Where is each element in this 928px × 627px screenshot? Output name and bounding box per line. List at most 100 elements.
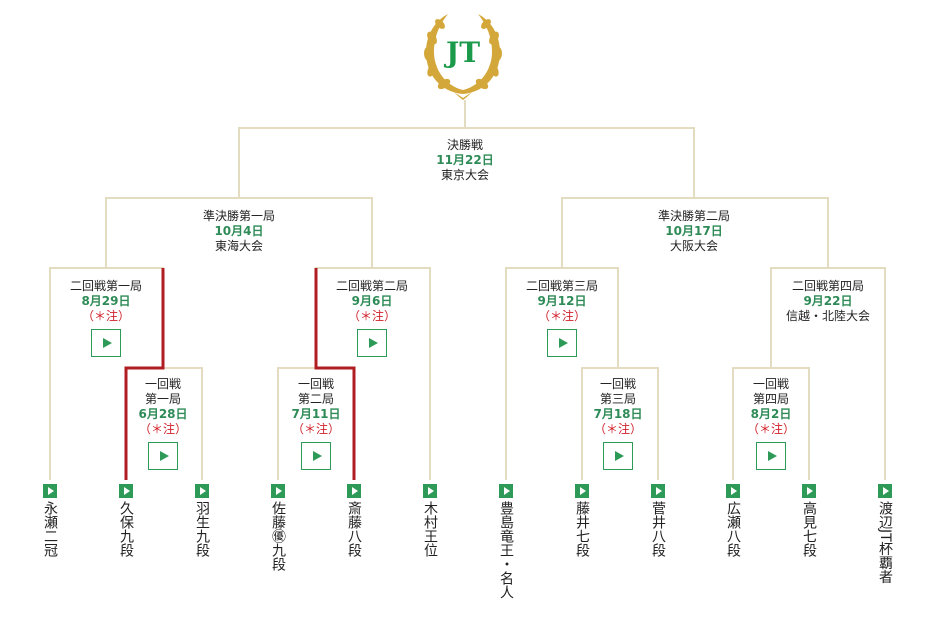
semifinal-1-line bbox=[105, 197, 373, 268]
match-title: 二回戦第二局 bbox=[335, 279, 409, 293]
player-slot: 渡辺JT杯覇者 bbox=[870, 484, 900, 584]
match-note: （＊注） bbox=[291, 422, 340, 436]
first-round-3-line bbox=[581, 367, 659, 480]
match-note: （＊注） bbox=[347, 309, 397, 323]
player-slot: 高見七段 bbox=[794, 484, 824, 557]
play-icon[interactable] bbox=[347, 484, 361, 498]
player-name: 広瀬八段 bbox=[725, 501, 741, 557]
play-icon[interactable] bbox=[878, 484, 892, 498]
player-name: 羽生九段 bbox=[194, 501, 210, 557]
player-name: 斎藤八段 bbox=[346, 501, 362, 557]
second-round-4-line bbox=[770, 267, 886, 480]
match-title: 一回戦 bbox=[297, 377, 334, 391]
player-slot: 永瀬二冠 bbox=[35, 484, 65, 557]
second-round-1-label: 二回戦第一局 8月29日 （＊注） bbox=[70, 279, 142, 324]
player-slot: 佐藤㊝九段 bbox=[263, 484, 293, 571]
play-icon[interactable] bbox=[119, 484, 133, 498]
jt-logo-text: JT bbox=[443, 36, 480, 69]
match-title: 二回戦第三局 bbox=[525, 279, 599, 293]
match-title: 一回戦 bbox=[752, 377, 790, 391]
match-title: 二回戦第四局 bbox=[791, 279, 865, 293]
second-round-3-label: 二回戦第三局 9月12日 （＊注） bbox=[526, 279, 598, 324]
laurel-wreath-icon bbox=[423, 14, 503, 100]
player-slot: 久保九段 bbox=[111, 484, 141, 557]
player-slot: 藤井七段 bbox=[567, 484, 597, 557]
match-date: 8月2日 bbox=[750, 407, 792, 421]
match-venue: 東海大会 bbox=[214, 239, 264, 253]
bracket-lines bbox=[49, 100, 886, 480]
second-round-2-play-button[interactable] bbox=[357, 329, 387, 357]
player-slot: 菅井八段 bbox=[643, 484, 673, 557]
match-subtitle: 第一局 bbox=[144, 392, 181, 406]
second-round-1-play-button[interactable] bbox=[91, 329, 121, 357]
match-title: 一回戦 bbox=[599, 377, 636, 391]
player-name: 渡辺JT杯覇者 bbox=[877, 501, 893, 584]
match-subtitle: 第二局 bbox=[297, 392, 334, 406]
match-date: 10月17日 bbox=[665, 224, 723, 238]
player-slot: 広瀬八段 bbox=[718, 484, 748, 557]
match-note: （＊注） bbox=[537, 309, 587, 323]
match-note: （＊注） bbox=[138, 422, 187, 436]
match-date: 9月22日 bbox=[803, 294, 853, 308]
player-name: 永瀬二冠 bbox=[42, 501, 58, 557]
player-name: 菅井八段 bbox=[650, 501, 666, 557]
first-round-3-label: 一回戦 第三局 7月18日 （＊注） bbox=[593, 377, 642, 437]
match-title: 決勝戦 bbox=[446, 138, 483, 152]
semifinal-2-label: 準決勝第二局 10月17日 大阪大会 bbox=[658, 209, 730, 254]
first-round-4-line bbox=[732, 367, 810, 480]
match-title: 二回戦第一局 bbox=[69, 279, 143, 293]
match-title: 準決勝第一局 bbox=[202, 209, 276, 223]
second-round-4-label: 二回戦第四局 9月22日 信越・北陸大会 bbox=[786, 279, 870, 324]
match-venue: 信越・北陸大会 bbox=[785, 309, 871, 323]
match-date: 9月6日 bbox=[351, 294, 393, 308]
play-icon[interactable] bbox=[802, 484, 816, 498]
first-round-4-label: 一回戦 第四局 8月2日 （＊注） bbox=[747, 377, 795, 437]
match-venue: 東京大会 bbox=[440, 168, 489, 182]
match-subtitle: 第三局 bbox=[599, 392, 636, 406]
first-round-2-label: 一回戦 第二局 7月11日 （＊注） bbox=[291, 377, 340, 437]
play-icon[interactable] bbox=[195, 484, 209, 498]
play-icon[interactable] bbox=[575, 484, 589, 498]
first-round-4-play-button[interactable] bbox=[756, 442, 786, 470]
semifinal-2-line bbox=[561, 197, 829, 268]
player-slot: 木村王位 bbox=[415, 484, 445, 557]
match-title: 準決勝第二局 bbox=[657, 209, 731, 223]
match-date: 7月11日 bbox=[291, 407, 341, 421]
player-name: 木村王位 bbox=[422, 501, 438, 557]
play-icon[interactable] bbox=[43, 484, 57, 498]
play-icon[interactable] bbox=[651, 484, 665, 498]
final-match-label: 決勝戦 11月22日 東京大会 bbox=[436, 138, 493, 183]
match-note: （＊注） bbox=[81, 309, 131, 323]
match-venue: 大阪大会 bbox=[669, 239, 719, 253]
player-name: 藤井七段 bbox=[574, 501, 590, 557]
player-slot: 羽生九段 bbox=[187, 484, 217, 557]
play-icon[interactable] bbox=[726, 484, 740, 498]
first-round-2-play-button[interactable] bbox=[301, 442, 331, 470]
player-name: 久保九段 bbox=[118, 501, 134, 557]
second-round-3-play-button[interactable] bbox=[547, 329, 577, 357]
play-icon[interactable] bbox=[423, 484, 437, 498]
second-round-2-label: 二回戦第二局 9月6日 （＊注） bbox=[336, 279, 408, 324]
match-date: 6月28日 bbox=[138, 407, 188, 421]
winner-path-line bbox=[124, 268, 165, 480]
player-slot: 斎藤八段 bbox=[339, 484, 369, 557]
player-name: 豊島竜王・名人 bbox=[498, 501, 514, 599]
match-date: 8月29日 bbox=[81, 294, 131, 308]
semifinal-1-label: 準決勝第一局 10月4日 東海大会 bbox=[203, 209, 275, 254]
match-title: 一回戦 bbox=[144, 377, 181, 391]
match-date: 11月22日 bbox=[436, 153, 494, 167]
match-note: （＊注） bbox=[746, 422, 796, 436]
first-round-3-play-button[interactable] bbox=[603, 442, 633, 470]
match-date: 9月12日 bbox=[537, 294, 587, 308]
first-round-1-play-button[interactable] bbox=[148, 442, 178, 470]
play-icon[interactable] bbox=[271, 484, 285, 498]
player-name: 高見七段 bbox=[801, 501, 817, 557]
player-slot: 豊島竜王・名人 bbox=[491, 484, 521, 599]
play-icon[interactable] bbox=[499, 484, 513, 498]
jt-logo: JT bbox=[423, 14, 503, 100]
match-date: 10月4日 bbox=[214, 224, 264, 238]
final-line bbox=[238, 127, 695, 198]
winner-path-line bbox=[314, 268, 356, 480]
match-date: 7月18日 bbox=[593, 407, 643, 421]
